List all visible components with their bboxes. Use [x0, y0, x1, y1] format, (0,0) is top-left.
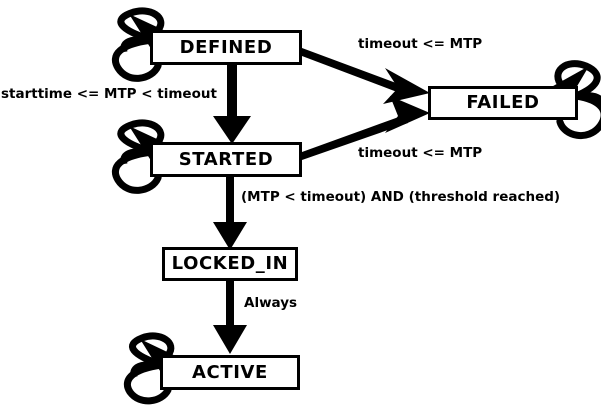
state-locked-in-label: LOCKED_IN [171, 253, 289, 274]
edge-defined-to-started [213, 64, 251, 144]
state-started-label: STARTED [178, 148, 274, 170]
edge-started-to-locked-in [213, 177, 247, 250]
state-defined-label: DEFINED [179, 36, 273, 58]
state-active-label: ACTIVE [192, 361, 268, 383]
state-active[interactable]: ACTIVE [160, 355, 300, 390]
edge-started-to-failed [302, 96, 430, 160]
state-failed[interactable]: FAILED [428, 86, 578, 120]
state-locked-in[interactable]: LOCKED_IN [162, 247, 298, 281]
state-defined[interactable]: DEFINED [150, 30, 302, 65]
edge-label-started-to-locked-in: (MTP < timeout) AND (threshold reached) [241, 189, 561, 205]
edge-locked-in-to-active [213, 281, 247, 354]
edge-label-defined-to-failed: timeout <= MTP [358, 36, 483, 52]
state-started[interactable]: STARTED [150, 142, 302, 177]
edge-label-started-to-failed: timeout <= MTP [358, 145, 483, 161]
state-failed-label: FAILED [466, 92, 540, 113]
edge-label-locked-in-to-active: Always [244, 295, 298, 311]
edge-label-defined-to-started: starttime <= MTP < timeout [1, 86, 217, 102]
edge-defined-to-failed [302, 48, 430, 104]
